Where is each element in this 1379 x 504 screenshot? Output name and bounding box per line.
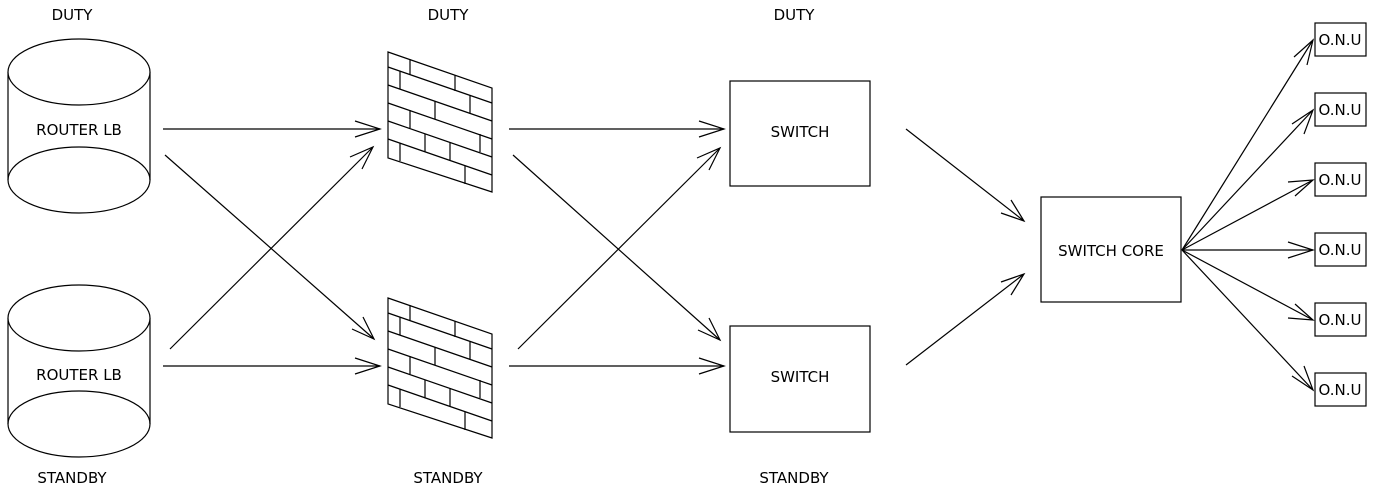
link-core-to-onu-2 — [1181, 108, 1315, 251]
onu-4-box: O.N.U — [1314, 232, 1367, 267]
onu-4-text: O.N.U — [1319, 241, 1362, 259]
switch-duty-label: DUTY — [774, 6, 816, 24]
onu-2-box: O.N.U — [1314, 92, 1367, 127]
link-router-standby-to-firewall-standby — [163, 357, 382, 375]
link-firewall-duty-to-switch-standby — [512, 154, 722, 342]
firewall-duty-icon — [387, 51, 493, 193]
link-switch-standby-to-core — [905, 272, 1026, 366]
onu-1-text: O.N.U — [1319, 31, 1362, 49]
router-duty-label: DUTY — [52, 6, 94, 24]
link-core-to-onu-4 — [1182, 241, 1315, 259]
switch-duty-text: SWITCH — [771, 123, 830, 141]
onu-3-text: O.N.U — [1319, 171, 1362, 189]
firewall-standby-label: STANDBY — [413, 469, 483, 487]
onu-6-box: O.N.U — [1314, 372, 1367, 407]
onu-5-box: O.N.U — [1314, 302, 1367, 337]
link-core-to-onu-1 — [1181, 38, 1315, 251]
link-firewall-duty-to-switch-duty — [509, 120, 726, 138]
link-core-to-onu-5 — [1181, 249, 1315, 321]
switch-standby-box: SWITCH — [729, 325, 871, 433]
firewall-standby-icon — [387, 297, 493, 439]
switch-standby-label: STANDBY — [759, 469, 829, 487]
router-standby-cylinder: ROUTER LB — [7, 284, 151, 458]
switch-core-box: SWITCH CORE — [1040, 196, 1182, 303]
link-switch-duty-to-core — [905, 128, 1026, 223]
link-core-to-onu-6 — [1181, 249, 1315, 392]
switch-duty-box: SWITCH — [729, 80, 871, 187]
switch-standby-text: SWITCH — [771, 368, 830, 386]
link-router-duty-to-firewall-duty — [163, 120, 382, 138]
router-duty-cylinder: ROUTER LB — [7, 38, 151, 214]
link-firewall-standby-to-switch-duty — [517, 146, 722, 350]
onu-5-text: O.N.U — [1319, 311, 1362, 329]
switch-core-text: SWITCH CORE — [1058, 242, 1164, 260]
link-router-duty-to-firewall-standby — [164, 154, 376, 341]
onu-2-text: O.N.U — [1319, 101, 1362, 119]
link-router-standby-to-firewall-duty — [169, 145, 375, 350]
onu-3-box: O.N.U — [1314, 162, 1367, 197]
link-core-to-onu-3 — [1181, 179, 1315, 251]
router-standby-label: STANDBY — [37, 469, 107, 487]
onu-6-text: O.N.U — [1319, 381, 1362, 399]
router-duty-text: ROUTER LB — [36, 121, 122, 139]
firewall-duty-label: DUTY — [428, 6, 470, 24]
router-standby-text: ROUTER LB — [36, 366, 122, 384]
onu-1-box: O.N.U — [1314, 22, 1367, 57]
link-firewall-standby-to-switch-standby — [509, 357, 726, 375]
